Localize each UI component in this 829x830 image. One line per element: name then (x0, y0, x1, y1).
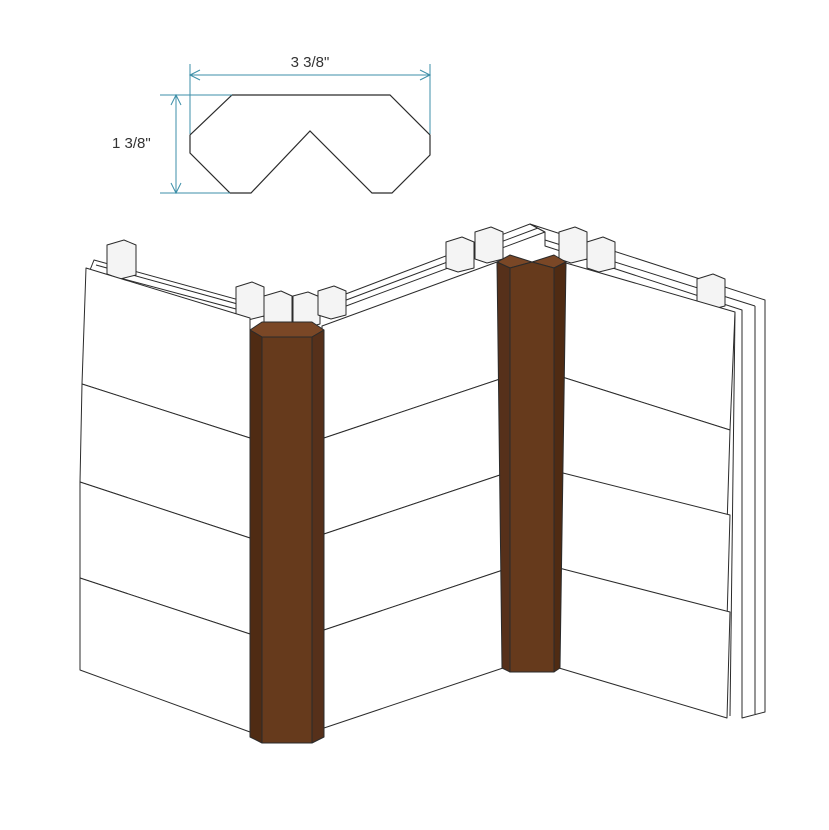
spacer-block (106, 239, 137, 280)
outside-trim-right-face (311, 329, 325, 744)
outside-corner-trim (249, 321, 325, 744)
spacer-block (474, 226, 504, 264)
outside-trim-left-face (249, 329, 263, 744)
left-wall-siding (79, 267, 251, 733)
spacer-block (235, 281, 265, 321)
width-label: 3 3/8" (291, 54, 330, 71)
height-dimension (160, 93, 232, 195)
middle-wall-siding (321, 261, 504, 729)
spacer-block (445, 236, 475, 273)
outside-trim-top (249, 321, 325, 338)
height-label: 1 3/8" (112, 135, 151, 152)
edge-line (729, 311, 736, 717)
inside-trim-center-face (509, 261, 555, 673)
corner-assembly (79, 223, 766, 744)
trim-profile: 3 3/8" 1 3/8" (112, 54, 432, 195)
inside-trim-right-face (553, 261, 567, 673)
trim-profile-shape (189, 94, 431, 194)
spacer-block (558, 226, 588, 264)
right-wall-siding (558, 262, 736, 719)
spacer-block (317, 285, 347, 320)
width-arrow-left-icon (188, 69, 201, 81)
inside-corner-trim (496, 254, 567, 673)
width-dimension (188, 64, 432, 134)
width-arrow-right-icon (419, 69, 432, 81)
outside-trim-front-face (261, 336, 313, 744)
height-arrow-top-icon (170, 93, 182, 106)
spacer-block (586, 236, 616, 273)
right-wall-edge-detail (729, 310, 743, 718)
height-arrow-bottom-icon (170, 182, 182, 195)
spacer-blocks (106, 226, 726, 330)
